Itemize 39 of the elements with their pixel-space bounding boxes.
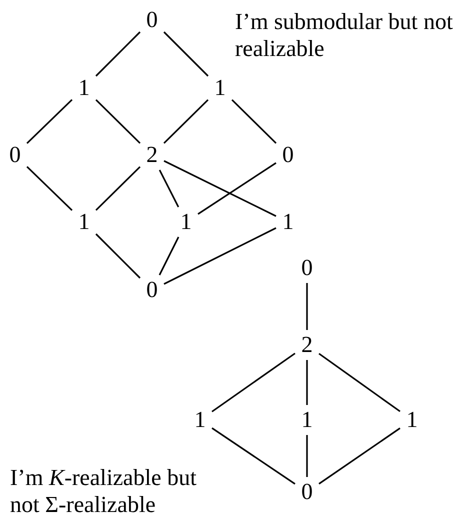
lattice-value: 2 [140, 140, 164, 170]
edge-line [163, 31, 209, 77]
lattice-value: 2 [295, 330, 319, 360]
edge-line [306, 360, 308, 405]
lattice-value: 1 [72, 73, 96, 103]
edge-line [163, 99, 209, 144]
edge-line [212, 352, 296, 412]
note-text: I’m submodular but not realizable [235, 8, 454, 62]
lattice-value: 0 [295, 253, 319, 283]
edge-line [164, 227, 276, 285]
edge-line [306, 435, 308, 477]
lattice-value: 0 [295, 477, 319, 507]
edge-line [306, 283, 308, 330]
edge-line [198, 162, 276, 215]
lattice-value: 1 [295, 405, 319, 435]
lattice-value: 0 [3, 140, 27, 170]
lattice-value: 1 [208, 73, 232, 103]
edge-line [318, 352, 400, 412]
edge-line [318, 428, 400, 484]
edge-line [158, 170, 180, 208]
lattice-value: 1 [188, 405, 212, 435]
lattice-value: 0 [276, 140, 300, 170]
edge-line [158, 236, 180, 276]
lattice-value: 1 [400, 405, 424, 435]
edge-line [164, 160, 276, 217]
edge-line [95, 99, 141, 144]
note-text: I’m K-realizable but not Σ-realizable [10, 464, 198, 518]
edge-line [95, 233, 141, 279]
edge-line [26, 166, 73, 211]
edge-line [212, 427, 296, 485]
lattice-value: 1 [72, 207, 96, 237]
lattice-value: 0 [140, 275, 164, 305]
edge-line [95, 31, 141, 77]
lattice-value: 0 [140, 5, 164, 35]
edge-line [26, 99, 73, 144]
edge-line [231, 99, 277, 144]
edge-line [95, 166, 141, 211]
lattice-value: 1 [174, 207, 198, 237]
lattice-value: 1 [276, 207, 300, 237]
